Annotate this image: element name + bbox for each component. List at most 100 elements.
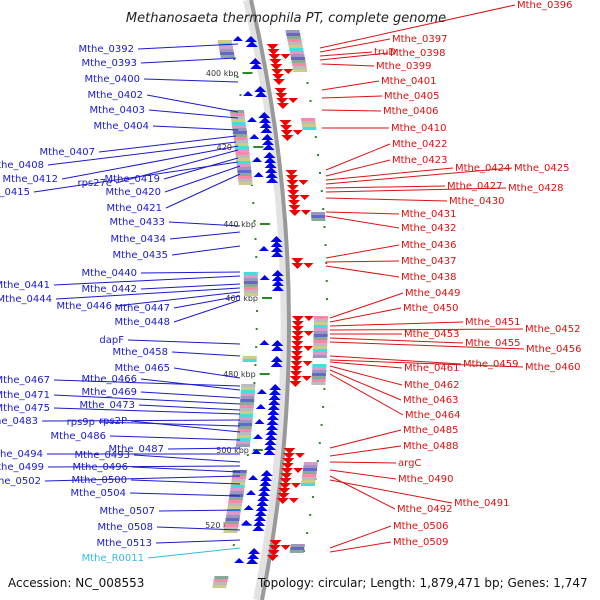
gene-label: rps9p (67, 417, 95, 428)
gene-block (301, 118, 316, 121)
gene-block (241, 384, 256, 387)
leader-line (53, 407, 241, 415)
gene-block (310, 212, 325, 215)
gene-label: Mthe_0483 (0, 416, 38, 427)
gene-arrow (286, 185, 299, 191)
gene-block (311, 382, 326, 385)
gene-arrow (280, 130, 293, 136)
gene-block (223, 530, 238, 533)
gene-label: Mthe_0461 (404, 363, 460, 374)
leader-line (137, 43, 239, 50)
leader-line (115, 291, 241, 307)
leader-line (98, 135, 237, 153)
gene-arrow (282, 458, 295, 464)
gene-block (291, 57, 306, 60)
gene-arrow (248, 548, 261, 554)
tick-dot (306, 532, 309, 534)
gene-label: Mthe_0513 (97, 538, 153, 549)
tick-dot (314, 136, 317, 138)
tick-dot (323, 388, 326, 390)
gene-arrow (268, 545, 281, 551)
gene-arrow (281, 135, 294, 141)
gene-arrow (258, 112, 271, 118)
gene-label: Mthe_0504 (71, 488, 127, 499)
gene-label: Mthe_0444 (0, 294, 52, 305)
gene-arrow (290, 351, 303, 357)
gene-block (214, 576, 229, 579)
gene-arrow (288, 98, 299, 103)
gene-block (289, 550, 304, 553)
gene-block (302, 127, 317, 130)
gene-label: Mthe_0506 (393, 521, 449, 532)
gene-block (243, 290, 258, 293)
tick-dot (325, 280, 328, 282)
tick-dot (316, 460, 319, 462)
gene-label: Mthe_0467 (0, 375, 50, 386)
gene-label: Mthe_0412 (3, 174, 59, 185)
gene-block (229, 491, 244, 494)
gene-label: Mthe_0466 (82, 374, 138, 385)
gene-arrow (286, 180, 299, 186)
tick-dot (309, 100, 312, 102)
gene-block (239, 408, 254, 411)
leader-line (168, 221, 241, 227)
gene-block (289, 51, 304, 54)
tick-dot (233, 58, 236, 60)
gene-arrow (283, 69, 294, 74)
leader-line (163, 157, 239, 180)
gene-arrow (298, 180, 309, 185)
gene-block (237, 170, 252, 173)
gene-arrow (291, 326, 304, 332)
gene-label: Mthe_0405 (384, 91, 440, 102)
gene-arrow (267, 550, 280, 556)
leader-line (329, 445, 402, 457)
gene-arrow (269, 384, 282, 390)
gene-block (313, 343, 328, 346)
gene-block (301, 477, 316, 480)
tick-dot (309, 514, 312, 516)
gene-arrow (271, 69, 284, 75)
gene-block (232, 125, 247, 128)
leader-line (148, 109, 239, 119)
gene-arrow (288, 200, 301, 206)
gene-label: Mthe_0458 (113, 347, 169, 358)
gene-block (231, 476, 246, 479)
gene-arrow (281, 463, 294, 469)
gene-block (313, 337, 328, 340)
gene-arrow (291, 258, 304, 264)
gene-arrow (299, 195, 310, 200)
gene-label: Mthe_0400 (85, 74, 141, 85)
gene-block (219, 49, 234, 52)
gene-block (238, 179, 253, 182)
gene-block (311, 215, 326, 218)
gene-block (240, 393, 255, 396)
tick-dot (325, 298, 328, 300)
leader-line (53, 275, 241, 286)
gene-arrow (243, 91, 254, 96)
gene-block (313, 340, 328, 343)
gene-label: Mthe_0471 (0, 390, 50, 401)
gene-arrow (289, 381, 302, 387)
gene-arrow (248, 475, 259, 480)
leader-line (55, 287, 241, 300)
gene-block (313, 325, 328, 328)
gene-block (236, 158, 251, 161)
gene-label: Mthe_0437 (401, 256, 457, 267)
gene-block (240, 399, 255, 402)
gene-block (313, 319, 328, 322)
gene-block (238, 182, 253, 185)
gene-block (311, 373, 326, 376)
tick-dot (253, 382, 256, 384)
gene-block (231, 119, 246, 122)
gene-label: Mthe_0447 (115, 303, 171, 314)
leader-line (133, 454, 241, 463)
leader-line (329, 541, 392, 553)
tick-dot (323, 226, 326, 228)
gene-block (237, 432, 252, 435)
leader-line (329, 307, 402, 323)
gene-block (233, 134, 248, 137)
gene-arrow (260, 470, 273, 476)
gene-block (312, 364, 327, 367)
gene-arrow (254, 419, 265, 424)
leader-line (109, 435, 241, 441)
